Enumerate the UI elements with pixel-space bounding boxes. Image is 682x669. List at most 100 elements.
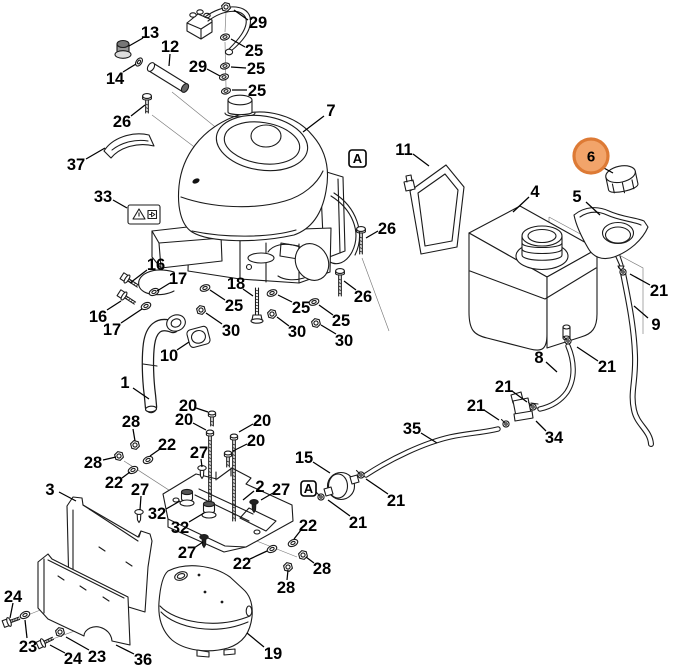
leader-line [192,422,207,431]
part-label-15[interactable]: 15 [295,449,313,467]
exhaust-gasket-illustration [186,325,211,348]
part-label-23[interactable]: 23 [88,648,106,666]
part-label-29[interactable]: 29 [249,14,267,32]
part-label-1[interactable]: 1 [120,374,129,392]
part-label-24[interactable]: 24 [64,650,83,668]
part-label-25[interactable]: 25 [225,297,243,315]
leader-line [246,632,265,648]
safety-decal-icon [127,204,161,225]
part-label-7[interactable]: 7 [326,102,335,120]
part-label-2[interactable]: 2 [255,478,264,496]
part-label-20[interactable]: 20 [179,397,197,415]
air-deflector-illustration [103,133,155,159]
part-label-27[interactable]: 27 [131,481,149,499]
part-label-20[interactable]: 20 [247,432,265,450]
part-label-30[interactable]: 30 [335,332,353,350]
part-label-12[interactable]: 12 [161,38,179,56]
leader-line [277,294,293,303]
part-label-10[interactable]: 10 [160,347,178,365]
part-label-21[interactable]: 21 [467,397,485,415]
part-label-17[interactable]: 17 [103,321,121,339]
part-label-25[interactable]: 25 [332,312,350,330]
leader-line [365,230,379,239]
part-label-34[interactable]: 34 [545,429,564,447]
leader-line [483,409,500,421]
leader-line [200,458,203,468]
leader-line [156,282,171,292]
exhaust-pipe-illustration [141,314,186,414]
part-label-8[interactable]: 8 [534,349,543,367]
leader-line [305,556,315,564]
detail-ref-letter: A [304,481,314,496]
part-label-21[interactable]: 21 [598,358,616,376]
part-label-35[interactable]: 35 [403,420,421,438]
part-label-20[interactable]: 20 [253,412,271,430]
leader-line [49,644,66,654]
part-label-29[interactable]: 29 [189,58,207,76]
part-label-16[interactable]: 16 [89,308,107,326]
part-label-27[interactable]: 27 [190,444,208,462]
part-label-27[interactable]: 27 [272,481,290,499]
part-label-11[interactable]: 11 [395,141,412,159]
leader-line [420,432,438,444]
part-label-21[interactable]: 21 [387,492,405,510]
part-label-28[interactable]: 28 [84,454,102,472]
part-label-22[interactable]: 22 [233,555,251,573]
part-label-22[interactable]: 22 [105,474,123,492]
muffler-illustration [158,565,253,658]
leader-line [276,316,290,327]
detail-ref-box [300,480,317,497]
part-label-25[interactable]: 25 [247,60,265,78]
part-label-30[interactable]: 30 [288,323,306,341]
part-label-4[interactable]: 4 [530,183,540,201]
part-label-28[interactable]: 28 [313,560,331,578]
leader-line [115,644,135,655]
part-label-19[interactable]: 19 [264,645,282,663]
fuel-tank-illustration [468,205,644,351]
part-label-16[interactable]: 16 [147,256,165,274]
part-label-14[interactable]: 14 [106,70,125,88]
leader-line [121,471,131,479]
part-label-5[interactable]: 5 [572,188,581,206]
part-label-25[interactable]: 25 [248,82,266,100]
part-label-37[interactable]: 37 [67,156,85,174]
part-label-13[interactable]: 13 [141,24,159,42]
leader-line [129,269,148,284]
part-label-36[interactable]: 36 [134,651,152,669]
part-label-17[interactable]: 17 [169,270,187,288]
part-label-30[interactable]: 30 [222,322,240,340]
part-label-21[interactable]: 21 [650,282,668,300]
part-label-26[interactable]: 26 [354,288,372,306]
part-label-6[interactable]: 6 [587,148,595,165]
part-label-28[interactable]: 28 [277,579,295,597]
part-label-20[interactable]: 20 [175,411,193,429]
part-label-18[interactable]: 18 [227,275,245,293]
leader-line [535,420,547,432]
part-label-23[interactable]: 23 [19,638,37,656]
part-label-3[interactable]: 3 [45,481,54,499]
part-label-33[interactable]: 33 [94,188,112,206]
part-label-24[interactable]: 24 [4,588,23,606]
leader-line [249,550,268,560]
leader-line [629,273,651,286]
part-label-21[interactable]: 21 [495,378,513,396]
part-label-21[interactable]: 21 [349,514,367,532]
part-label-32[interactable]: 32 [148,505,166,523]
part-label-26[interactable]: 26 [113,113,131,131]
part-label-9[interactable]: 9 [651,316,660,334]
selected-part-marker[interactable] [572,137,610,175]
part-label-26[interactable]: 26 [378,220,396,238]
part-label-27[interactable]: 27 [178,544,196,562]
fuel-line-illustrations [323,270,654,501]
part-label-28[interactable]: 28 [122,413,140,431]
part-label-32[interactable]: 32 [171,519,189,537]
part-label-22[interactable]: 22 [299,517,317,535]
part-label-25[interactable]: 25 [245,42,263,60]
leader-line [112,199,128,209]
part-label-22[interactable]: 22 [158,436,176,454]
leader-line [139,495,142,511]
part-label-25[interactable]: 25 [292,299,310,317]
leader-line [302,115,325,133]
